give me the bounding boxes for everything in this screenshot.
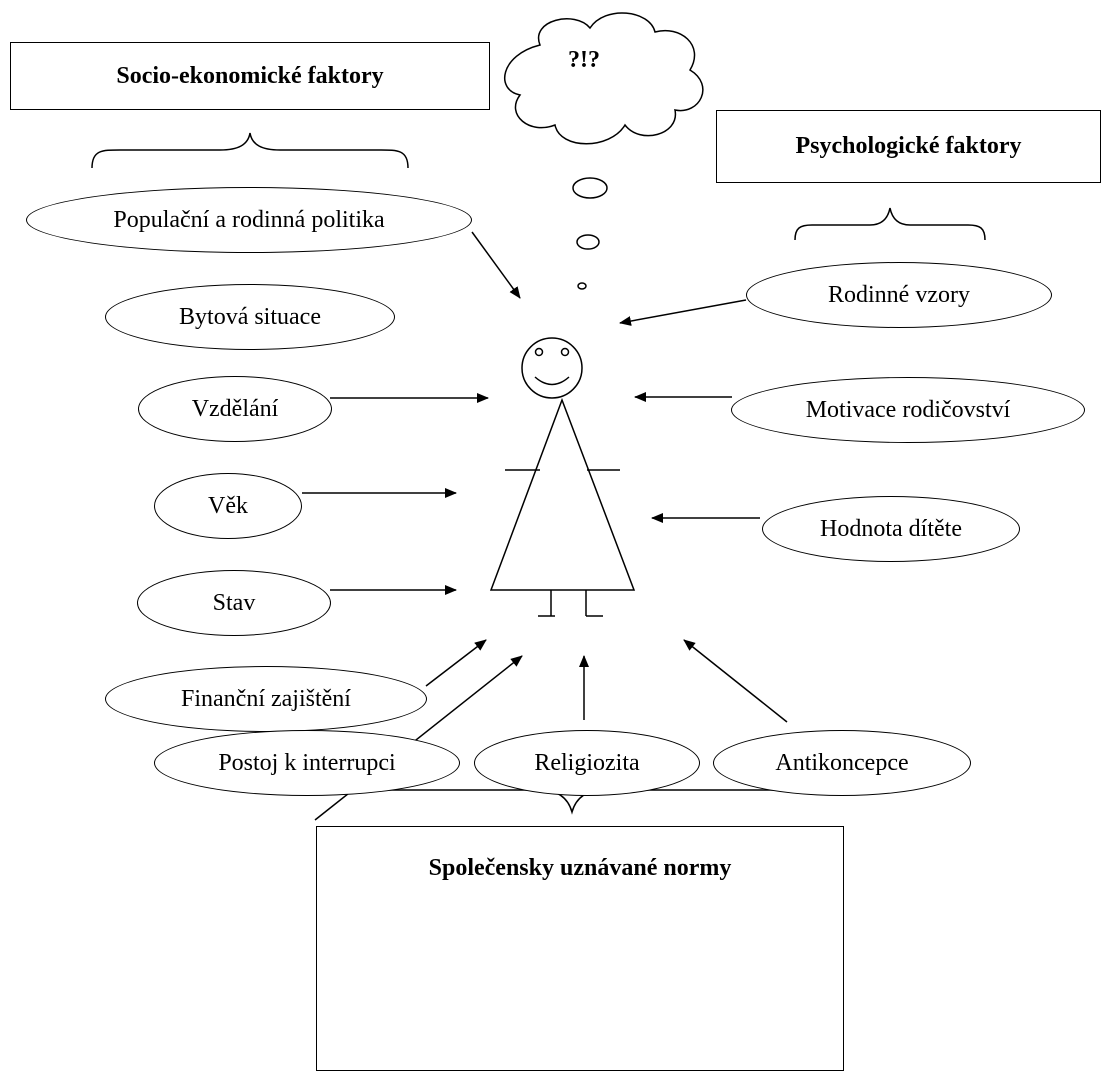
- thought-bubble-medium: [576, 234, 600, 250]
- factor-rodinne-vzory: Rodinné vzory: [746, 262, 1052, 328]
- header-socio-economic: Socio-ekonomické faktory: [10, 42, 490, 110]
- factor-motivace-rodicovstvi: Motivace rodičovství: [731, 377, 1085, 443]
- arrow-populacni: [471, 231, 521, 299]
- arrow-antikoncepce: [683, 639, 788, 723]
- factor-vek: Věk: [154, 473, 302, 539]
- factor-financni-zajisteni: Finanční zajištění: [105, 666, 427, 732]
- stick-figure: [489, 337, 636, 617]
- thought-bubble-large: [572, 177, 608, 199]
- arrow-financni: [425, 639, 487, 687]
- factor-religiozita: Religiozita: [474, 730, 700, 796]
- thought-bubble-small: [577, 282, 587, 290]
- figure-head: [521, 337, 583, 399]
- factor-antikoncepce: Antikoncepce: [713, 730, 971, 796]
- brace-psych: [794, 207, 986, 241]
- factor-hodnota-ditete: Hodnota dítěte: [762, 496, 1020, 562]
- arrow-rodinne-vzory: [619, 299, 747, 326]
- figure-dress: [489, 397, 636, 591]
- brace-socio: [91, 132, 409, 169]
- factor-postoj-k-interrupci: Postoj k interrupci: [154, 730, 460, 796]
- thought-cloud: [504, 12, 704, 145]
- factor-vzdelani: Vzdělání: [138, 376, 332, 442]
- thought-text: ?!?: [568, 47, 600, 73]
- factor-bytova-situace: Bytová situace: [105, 284, 395, 350]
- factor-populacni-politika: Populační a rodinná politika: [26, 187, 472, 253]
- factor-stav: Stav: [137, 570, 331, 636]
- header-social-norms: Společensky uznávané normy: [316, 826, 844, 1071]
- header-psychological: Psychologické faktory: [716, 110, 1101, 183]
